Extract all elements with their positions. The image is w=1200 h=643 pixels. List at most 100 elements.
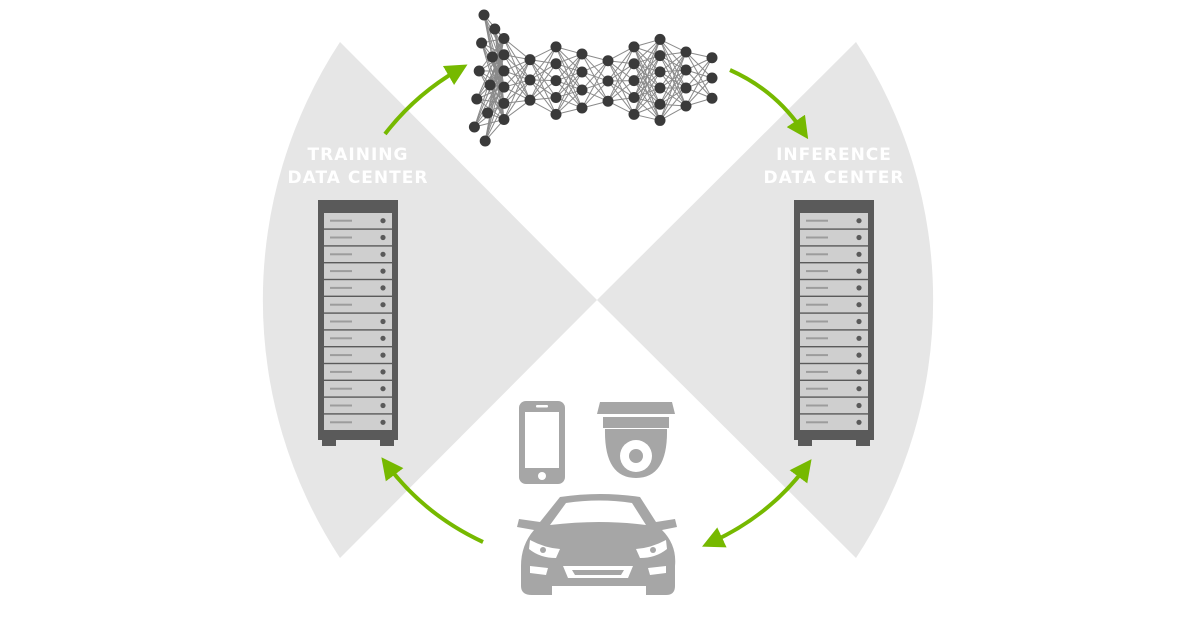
neural-network <box>468 9 718 147</box>
network-node <box>576 84 588 96</box>
rack-unit-slot <box>330 320 352 323</box>
network-node <box>654 50 666 62</box>
network-edge <box>529 46 557 81</box>
arrow-network-to-inference <box>729 68 809 140</box>
network-node <box>524 94 536 106</box>
security-camera-icon <box>597 402 675 478</box>
network-edge <box>581 53 609 82</box>
network-edge <box>659 51 687 89</box>
rack-unit-slot <box>806 286 828 289</box>
rack-unit-light <box>380 268 386 274</box>
network-edge <box>659 39 687 89</box>
rack-unit <box>800 364 868 380</box>
network-node <box>550 108 562 120</box>
network-node <box>628 41 640 53</box>
rack-unit <box>324 213 392 229</box>
rack-unit-light <box>856 419 862 425</box>
rack-unit-slot <box>806 219 828 222</box>
network-node <box>550 41 562 53</box>
network-edge <box>607 80 635 102</box>
rack-unit-slot <box>806 303 828 306</box>
network-node <box>471 93 483 105</box>
network-node <box>486 51 498 63</box>
network-node <box>628 91 640 103</box>
network-edge <box>685 57 713 89</box>
network-node <box>654 66 666 78</box>
network-edge <box>555 53 583 98</box>
rack-unit-slot <box>330 219 352 222</box>
rack-unit-light <box>380 335 386 341</box>
rack-unit-slot <box>806 421 828 424</box>
rack-unit-light <box>856 369 862 375</box>
arrow-device-inference-bidirectional <box>702 459 812 548</box>
rack-unit <box>324 364 392 380</box>
rack-unit-light <box>856 285 862 291</box>
rack-foot <box>798 440 812 446</box>
network-edge <box>555 46 583 73</box>
network-edge <box>607 46 635 82</box>
network-edge <box>529 63 557 101</box>
network-edge <box>607 60 635 115</box>
network-edge <box>529 59 557 115</box>
network-node <box>482 107 494 119</box>
network-edge <box>484 70 505 142</box>
network-edge <box>659 87 687 121</box>
network-edge <box>659 55 687 89</box>
network-edge <box>503 59 531 120</box>
network-edge <box>555 80 583 109</box>
rack-unit-light <box>380 302 386 308</box>
car-icon <box>517 494 677 595</box>
device-label: DEVICE <box>563 619 630 637</box>
network-edge <box>633 39 661 115</box>
rack-unit <box>324 397 392 414</box>
network-node <box>484 79 496 91</box>
network-edge <box>685 57 713 107</box>
network-edge <box>529 59 557 98</box>
network-node <box>680 100 692 112</box>
network-edge <box>503 54 531 101</box>
network-node <box>498 49 510 61</box>
network-edge <box>503 59 531 104</box>
network-node <box>602 55 614 67</box>
network-edge <box>555 46 583 91</box>
rack-unit-light <box>380 419 386 425</box>
rack-unit-slot <box>330 236 352 239</box>
rack-unit-light <box>380 386 386 392</box>
rack-unit <box>324 414 392 430</box>
rack-unit-slot <box>806 337 828 340</box>
network-edge <box>581 60 609 91</box>
network-edge <box>659 71 687 107</box>
rack-unit-light <box>380 318 386 325</box>
network-node <box>628 75 640 87</box>
network-edge <box>659 51 687 105</box>
network-edge <box>555 89 583 115</box>
network-edge <box>633 87 661 115</box>
rack-unit-light <box>856 268 862 274</box>
rack-unit-light <box>856 402 862 409</box>
rack-unit-slot <box>330 286 352 289</box>
network-edge <box>581 53 609 102</box>
network-node <box>489 23 501 35</box>
server-rack-icon <box>794 200 874 446</box>
network-node <box>680 64 692 76</box>
rack-unit <box>324 246 392 262</box>
network-node <box>524 74 536 86</box>
network-edge <box>685 51 713 99</box>
rack-unit <box>800 397 868 414</box>
rack-unit <box>800 381 868 397</box>
network-edge <box>484 103 505 142</box>
network-edge <box>659 55 687 107</box>
rack-foot <box>856 440 870 446</box>
arrow-device-to-training <box>381 457 484 544</box>
network-node <box>478 9 490 21</box>
rack-unit-slot <box>806 270 828 273</box>
network-node <box>628 108 640 120</box>
network-edge <box>607 60 635 98</box>
network-node <box>498 81 510 93</box>
network-edge <box>555 53 583 115</box>
network-edge <box>685 69 713 99</box>
rack-unit-slot <box>330 253 352 256</box>
network-edge <box>503 54 531 81</box>
rack-unit-slot <box>806 253 828 256</box>
rack-unit-slot <box>330 270 352 273</box>
